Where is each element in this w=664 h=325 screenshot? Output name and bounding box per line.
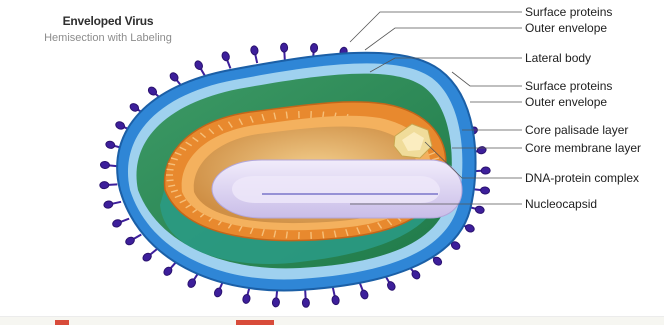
palisade-tick [323, 231, 324, 238]
surface-protein-head [359, 289, 369, 300]
label-dna-protein-complex: DNA-protein complex [525, 171, 639, 185]
surface-protein-head [124, 236, 135, 247]
surface-protein-head [302, 298, 310, 307]
palisade-tick [167, 180, 174, 181]
label-core-palisade-layer: Core palisade layer [525, 123, 628, 137]
surface-protein-head [386, 280, 397, 291]
surface-protein-head [103, 200, 113, 209]
palisade-tick [167, 169, 174, 170]
surface-protein-head [213, 287, 223, 298]
label-surface-proteins-mid: Surface proteins [525, 79, 612, 93]
label-outer-envelope-top: Outer envelope [525, 21, 607, 35]
surface-protein-head [476, 146, 486, 155]
surface-protein-head [193, 60, 204, 71]
footer-marker [236, 320, 274, 325]
surface-protein-head [100, 161, 110, 169]
label-surface-proteins-top: Surface proteins [525, 5, 612, 19]
label-lateral-body: Lateral body [525, 51, 591, 65]
surface-protein-head [464, 223, 475, 233]
surface-protein-head [186, 277, 197, 288]
palisade-tick [286, 231, 287, 238]
surface-protein-head [105, 140, 115, 149]
surface-protein-head [310, 43, 318, 53]
nucleocapsid-shape [212, 160, 462, 218]
surface-protein-head [480, 187, 490, 195]
surface-protein-head [474, 205, 484, 214]
surface-protein-head [250, 45, 259, 55]
surface-protein-head [221, 51, 231, 62]
label-core-membrane-layer: Core membrane layer [525, 141, 641, 155]
surface-protein-head [331, 295, 340, 305]
surface-protein-head [129, 102, 140, 113]
surface-protein-head [280, 43, 288, 52]
surface-protein-head [272, 298, 280, 308]
surface-protein-head [100, 181, 109, 189]
surface-protein-head [242, 294, 251, 304]
footer-marker [55, 320, 69, 325]
label-outer-envelope-mid: Outer envelope [525, 95, 607, 109]
surface-protein-head [112, 218, 123, 228]
label-nucleocapsid: Nucleocapsid [525, 197, 597, 211]
surface-protein-head [481, 167, 490, 175]
palisade-tick [286, 112, 287, 119]
surface-protein-head [115, 120, 126, 130]
footer-strip [0, 316, 664, 325]
